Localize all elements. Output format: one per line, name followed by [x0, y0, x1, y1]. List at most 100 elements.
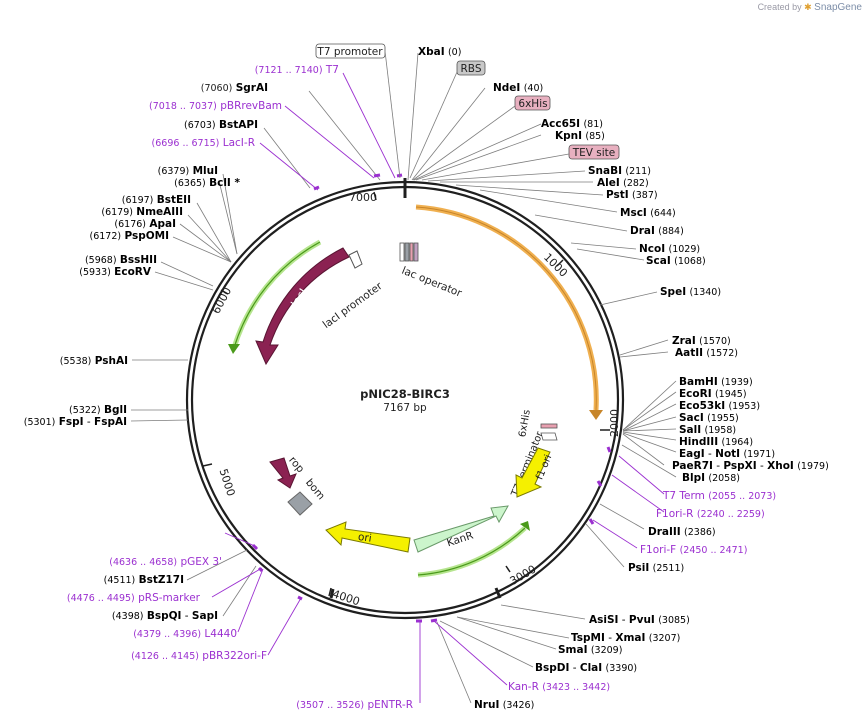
primer-right-2: F1ori-F (2450 .. 2471)	[640, 544, 747, 556]
right-primer-labels: T7 Term (2055 .. 2073) F1ori-R (2240 .. …	[508, 490, 776, 693]
enzyme-right-1: NdeI (40)	[493, 82, 543, 94]
rop-arrow	[269, 457, 297, 489]
enzyme-right-11: SpeI (1340)	[660, 286, 721, 298]
enzyme-right-25: AsiSI - PvuI (3085)	[589, 614, 690, 626]
tick-1000: 1000	[541, 251, 570, 280]
enzyme-left-9: (5933) EcoRV	[79, 266, 152, 278]
bom-feature	[287, 491, 313, 516]
tick-7000: 7000	[349, 191, 377, 204]
rbs-box	[456, 60, 486, 76]
tick-6000: 6000	[210, 285, 235, 316]
boxed-features: T7 promoter RBS 6xHis TEV site	[315, 43, 620, 181]
green-arrowhead-right	[520, 521, 530, 531]
enzyme-left-11: (5322) BglI	[69, 404, 127, 416]
rbs-box-label: RBS	[461, 63, 482, 75]
ori-arrow	[325, 521, 411, 553]
orange-feature-arc-edge	[415, 206, 597, 411]
tev-site-box	[568, 144, 620, 160]
plasmid-name: pNIC28-BIRC3	[360, 387, 450, 401]
enzyme-left-3: (6365) BclI *	[174, 177, 240, 189]
credit-prefix: Created by	[757, 2, 802, 12]
kanr-arrow	[413, 505, 509, 553]
enzyme-right-16: Eco53kI (1953)	[679, 400, 760, 412]
enzyme-right-13: AatII (1572)	[675, 347, 738, 359]
enzyme-right-9: NcoI (1029)	[639, 243, 700, 255]
enzyme-left-6: (6176) ApaI	[114, 218, 176, 230]
f1-ori-arrow	[515, 447, 551, 498]
orange-arrowhead	[589, 410, 603, 420]
laci-arrow	[255, 247, 350, 366]
primer-left-6: (4126 .. 4145) pBR322ori-F	[131, 650, 267, 662]
enzyme-left-4: (6197) BstEII	[122, 194, 191, 206]
enzyme-right-6: PstI (387)	[606, 189, 658, 201]
lac-operator-features	[399, 242, 419, 262]
enzyme-right-3: KpnI (85)	[555, 130, 605, 142]
enzyme-right-4: SnaBI (211)	[588, 165, 651, 177]
enzyme-right-0: XbaI (0)	[418, 46, 461, 58]
his-tag-cluster	[540, 423, 558, 441]
his-tag-box-label: 6xHis	[518, 98, 547, 110]
primer-markers	[251, 173, 612, 623]
ori-label: ori	[357, 531, 372, 545]
enzyme-right-20: EagI - NotI (1971)	[679, 448, 775, 460]
enzyme-right-5: AleI (282)	[597, 177, 649, 189]
t7-promoter-box-label: T7 promoter	[316, 46, 383, 58]
green-feature-arc-left-edge	[233, 241, 321, 349]
enzyme-left-8: (5968) BssHII	[85, 254, 157, 266]
primer-right-0: T7 Term (2055 .. 2073)	[662, 490, 776, 502]
enzyme-right-24: PsiI (2511)	[628, 562, 684, 574]
enzyme-right-17: SacI (1955)	[679, 412, 739, 424]
enzyme-right-8: DraI (884)	[630, 225, 684, 237]
enzyme-left-0: (7060) SgrAI	[201, 82, 268, 94]
right-enzyme-labels: XbaI (0) NdeI (40) Acc65I (81) KpnI (85)…	[418, 46, 829, 711]
primer-right-3: Kan-R (3423 .. 3442)	[508, 681, 610, 693]
tick-5000: 5000	[216, 467, 237, 498]
left-primer-labels: (7121 .. 7140) T7 (7018 .. 7037) pBRrevB…	[67, 64, 413, 711]
enzyme-left-10: (5538) PshAI	[60, 355, 128, 367]
his-tag-box	[514, 95, 551, 111]
primer-left-7: (3507 .. 3526) pENTR-R	[296, 699, 413, 711]
enzyme-right-10: ScaI (1068)	[646, 255, 706, 267]
backbone-marks	[329, 178, 502, 599]
orange-feature-arc	[415, 204, 599, 411]
enzyme-left-2: (6379) MluI	[158, 165, 218, 177]
enzyme-right-21: PaeR7I - PspXI - XhoI (1979)	[672, 460, 829, 472]
primer-left-1: (7018 .. 7037) pBRrevBam	[149, 100, 282, 112]
laci-promoter-label: lacI promoter	[321, 280, 385, 331]
enzyme-right-12: ZraI (1570)	[672, 335, 731, 347]
enzyme-right-19: HindIII (1964)	[679, 436, 753, 448]
enzyme-right-26: TspMI - XmaI (3207)	[571, 632, 680, 644]
snapgene-logo-icon: ✱	[804, 2, 812, 12]
laci-promoter-arrow	[348, 250, 363, 269]
enzyme-left-12: (5301) FspI - FspAI	[24, 416, 127, 428]
enzyme-left-13: (4511) BstZ17I	[104, 574, 184, 586]
enzyme-right-29: NruI (3426)	[474, 699, 534, 711]
tev-site-box-label: TEV site	[572, 147, 616, 159]
primer-left-0: (7121 .. 7140) T7	[255, 64, 339, 76]
enzyme-right-28: BspDI - ClaI (3390)	[535, 662, 637, 674]
enzyme-right-23: DraIII (2386)	[648, 526, 716, 538]
enzyme-right-15: EcoRI (1945)	[679, 388, 747, 400]
enzyme-left-1: (6703) BstAPI	[184, 119, 258, 131]
enzyme-right-22: BlpI (2058)	[682, 472, 740, 484]
enzyme-right-2: Acc65I (81)	[541, 118, 603, 130]
enzyme-right-27: SmaI (3209)	[558, 644, 622, 656]
plasmid-size: 7167 bp	[383, 402, 427, 414]
enzyme-left-14: (4398) BspQI - SapI	[112, 610, 218, 622]
primer-left-3: (4636 .. 4658) pGEX 3'	[109, 556, 222, 568]
enzyme-leader-lines	[130, 52, 677, 704]
lac-operator-label: lac operator	[400, 265, 464, 300]
left-enzyme-labels: (7060) SgrAI (6703) BstAPI (6379) MluI (…	[24, 82, 268, 622]
primer-left-5: (4379 .. 4396) L4440	[133, 628, 237, 640]
primer-left-2: (6696 .. 6715) LacI-R	[152, 137, 255, 149]
green-arrowhead-left	[228, 344, 240, 354]
enzyme-left-5: (6179) NmeAIII	[101, 206, 183, 218]
enzyme-left-7: (6172) PspOMI	[90, 230, 170, 242]
his-tag-label: 6xHis	[517, 409, 533, 438]
snapgene-credit: Created by ✱ SnapGene	[758, 2, 862, 13]
credit-brand: SnapGene	[814, 2, 862, 13]
primer-left-4: (4476 .. 4495) pRS-marker	[67, 592, 201, 604]
primer-leader-lines	[211, 72, 665, 703]
enzyme-right-7: MscI (644)	[620, 207, 676, 219]
